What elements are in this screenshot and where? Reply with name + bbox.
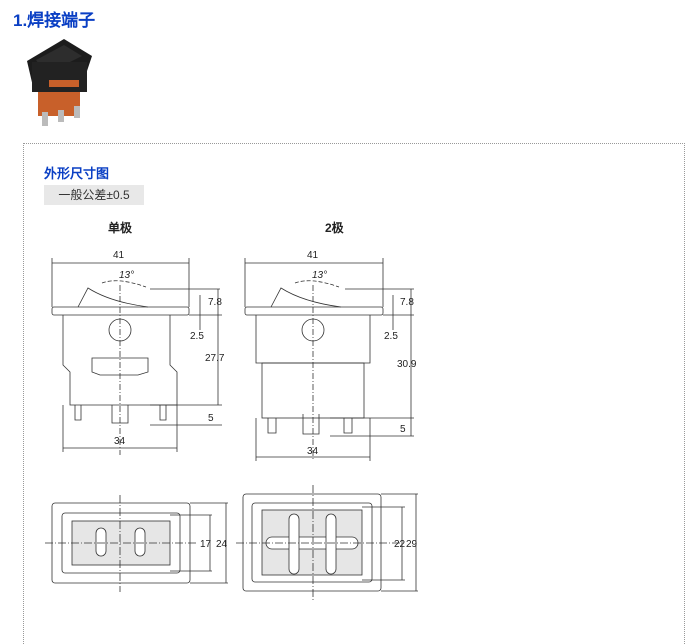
dp-terminal-length: 5 bbox=[400, 424, 406, 435]
section-title: 1.焊接端子 bbox=[13, 11, 96, 30]
dp-width-top: 41 bbox=[307, 250, 319, 261]
dp-rocker-height: 7.8 bbox=[400, 297, 414, 308]
technical-drawing: 41 13° 7.8 2.5 27.7 5 34 17 24 41 13° 7.… bbox=[45, 250, 418, 602]
dimension-drawing-panel bbox=[23, 143, 685, 644]
dp-cutout-outer: 29 bbox=[406, 539, 418, 550]
switch-photo bbox=[27, 39, 92, 126]
sp-plate-thickness: 2.5 bbox=[190, 331, 204, 342]
sp-width-bottom: 34 bbox=[114, 436, 126, 447]
single-pole-heading: 单极 bbox=[108, 221, 133, 235]
tolerance-note: 一般公差±0.5 bbox=[44, 185, 144, 205]
sp-angle: 13° bbox=[119, 270, 134, 281]
sp-cutout-inner: 17 bbox=[200, 539, 212, 550]
sp-cutout-outer: 24 bbox=[216, 539, 228, 550]
sp-body-height: 27.7 bbox=[205, 353, 225, 364]
diagram-heading: 外形尺寸图 bbox=[44, 166, 110, 181]
sp-width-top: 41 bbox=[113, 250, 125, 261]
double-pole-bottom-view bbox=[236, 485, 418, 602]
dp-angle: 13° bbox=[312, 270, 327, 281]
single-pole-bottom-view bbox=[45, 495, 228, 592]
dp-body-height: 30.9 bbox=[397, 359, 417, 370]
double-pole-front-view bbox=[244, 258, 414, 461]
sp-rocker-height: 7.8 bbox=[208, 297, 222, 308]
single-pole-front-view bbox=[51, 258, 222, 455]
dp-cutout-inner: 22 bbox=[394, 539, 406, 550]
dp-width-bottom: 34 bbox=[307, 446, 319, 457]
sp-terminal-length: 5 bbox=[208, 413, 214, 424]
double-pole-heading: 2极 bbox=[325, 221, 344, 235]
dp-plate-thickness: 2.5 bbox=[384, 331, 398, 342]
